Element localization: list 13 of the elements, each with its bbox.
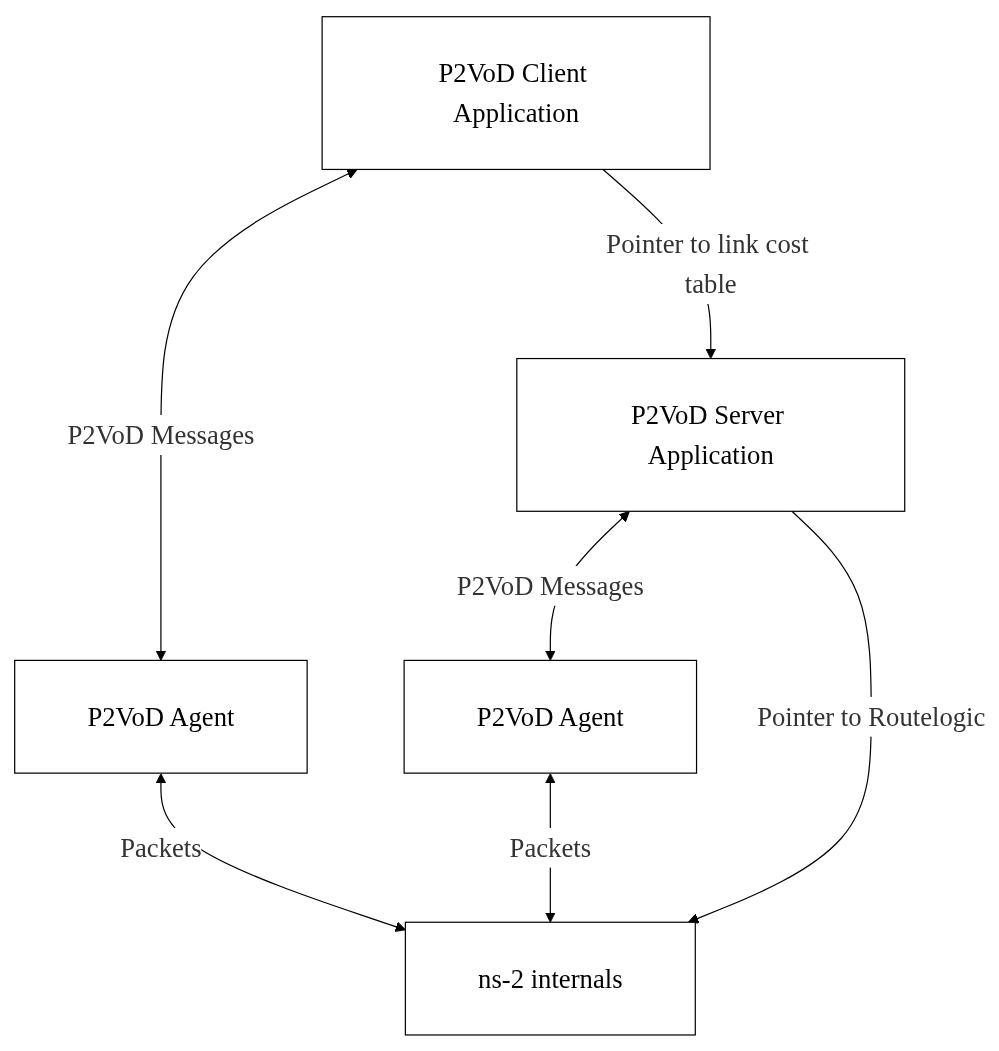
edge-label: P2VoD Messages	[66, 419, 254, 450]
edge-label: Packets	[119, 832, 202, 863]
arrow	[155, 168, 357, 661]
edge-label: Packets	[509, 832, 591, 863]
node-box: P2VoD Client Application	[321, 15, 711, 170]
node-box: ns-2 internals	[404, 921, 696, 1036]
node-box: P2VoD Server Application	[515, 357, 905, 512]
edge-label: Pointer to Routelogic	[756, 701, 985, 732]
node-box: P2VoD Agent	[403, 659, 697, 774]
edge-label: Pointer to link cost table	[605, 228, 809, 299]
node-box: P2VoD Agent	[13, 659, 308, 774]
arrow	[687, 510, 872, 924]
edge-label: P2VoD Messages	[456, 570, 644, 601]
